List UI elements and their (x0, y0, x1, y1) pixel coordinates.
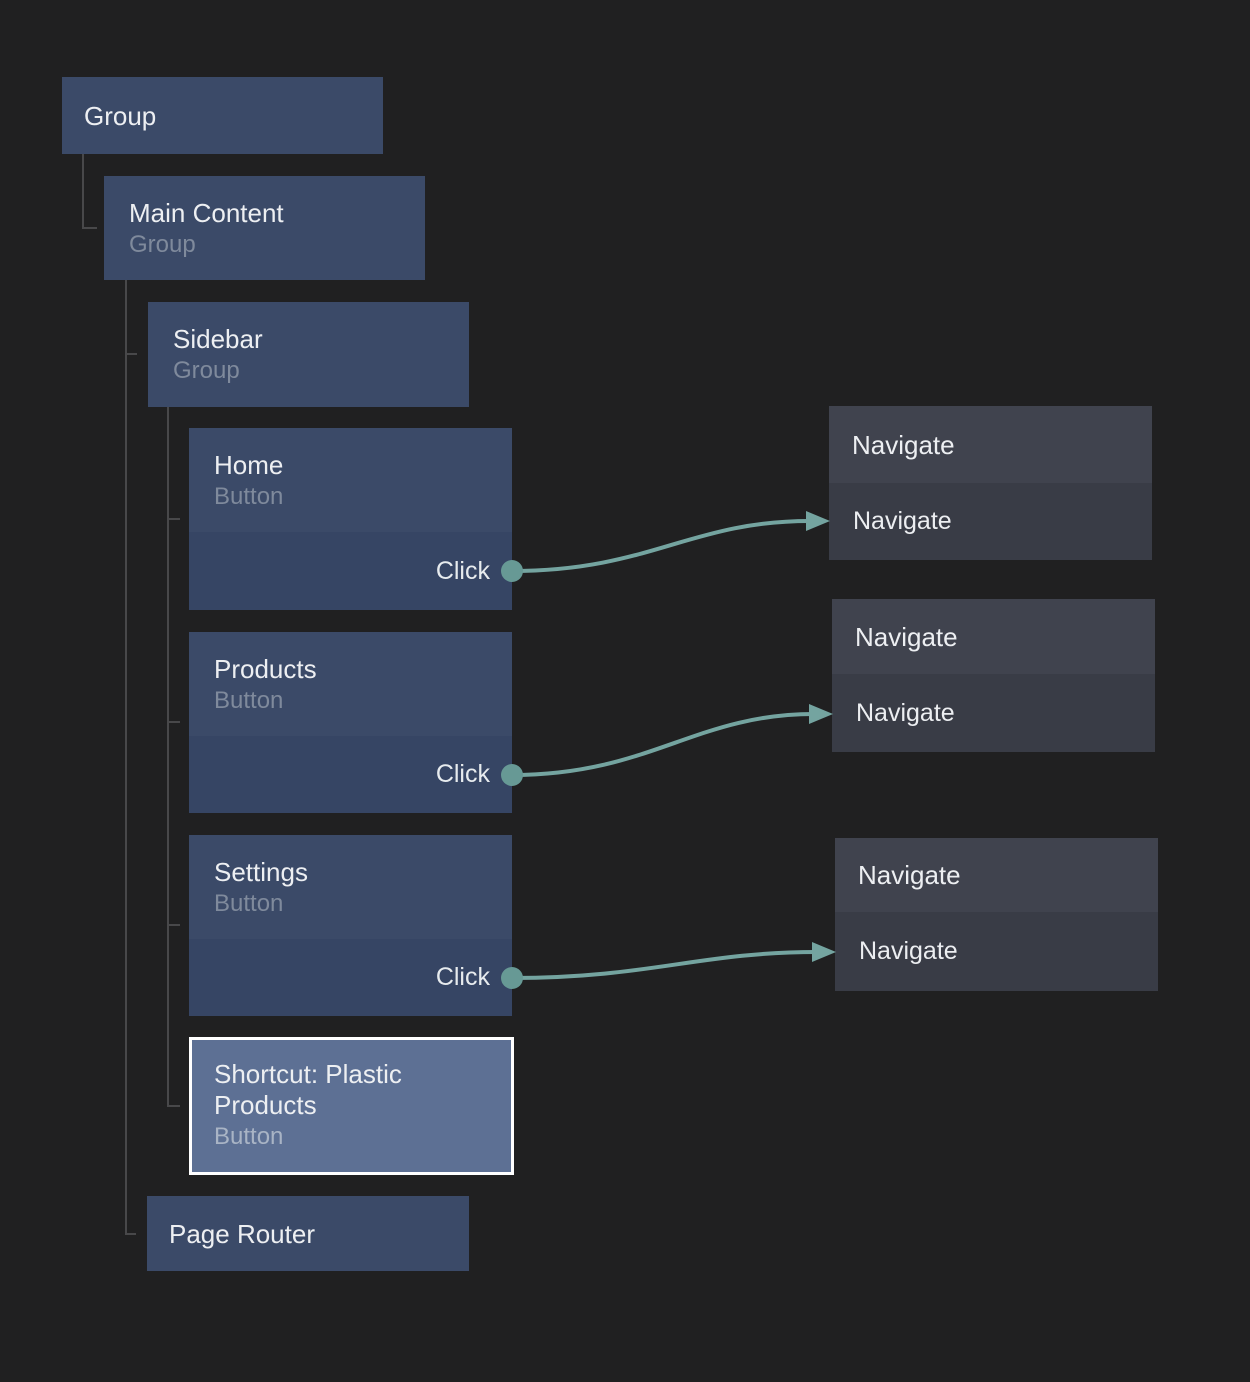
node-page-router[interactable]: Page Router (147, 1196, 469, 1271)
tree-line-main-content-trunk (125, 280, 136, 1235)
action-input-navigate: Navigate (853, 507, 952, 535)
node-title: Page Router (169, 1218, 315, 1249)
node-type-label: Group (173, 357, 240, 384)
node-settings[interactable]: Settings Button Click (189, 835, 512, 1016)
action-header: Navigate (829, 406, 1152, 483)
node-home[interactable]: Home Button Click (189, 428, 512, 610)
node-home-click-row: Click (189, 532, 512, 610)
event-label-click: Click (435, 556, 490, 585)
action-body: Navigate (829, 483, 1152, 560)
action-body: Navigate (835, 912, 1158, 991)
node-title: Sidebar (173, 324, 263, 354)
node-home-header: Home Button (189, 428, 512, 532)
action-header: Navigate (832, 599, 1155, 674)
action-node-navigate-1[interactable]: Navigate Navigate (829, 406, 1152, 560)
node-title: Group (84, 100, 157, 131)
action-input-navigate: Navigate (859, 937, 958, 965)
node-title: Shortcut: Plastic Products (214, 1059, 410, 1120)
wire-settings-click-to-navigate[interactable] (511, 950, 818, 980)
node-sidebar[interactable]: Sidebar Group (148, 302, 469, 407)
action-title: Navigate (855, 621, 958, 652)
node-type-label: Button (214, 890, 284, 917)
wire-home-click-to-navigate[interactable] (511, 519, 811, 573)
node-title: Home (214, 450, 284, 480)
node-products-header: Products Button (189, 632, 512, 736)
action-node-navigate-2[interactable]: Navigate Navigate (832, 599, 1155, 752)
event-label-click: Click (435, 760, 490, 788)
node-main-content[interactable]: Main Content Group (104, 176, 425, 280)
node-settings-click-row: Click (189, 939, 512, 1016)
action-input-navigate: Navigate (856, 698, 955, 727)
node-shortcut-plastic-products[interactable]: Shortcut: Plastic Products Button (189, 1037, 514, 1175)
action-body: Navigate (832, 674, 1155, 752)
event-label-click: Click (435, 963, 490, 991)
node-type-label: Button (214, 483, 284, 510)
node-products-click-row: Click (189, 736, 512, 813)
action-title: Navigate (858, 860, 961, 890)
action-title: Navigate (852, 429, 955, 460)
node-type-label: Button (214, 687, 284, 714)
port-settings-click[interactable] (501, 967, 523, 989)
node-title: Products (214, 654, 317, 684)
wire-products-click-to-navigate[interactable] (511, 712, 815, 777)
port-home-click[interactable] (501, 560, 523, 582)
tree-line-group-to-main-content (82, 154, 97, 229)
node-products[interactable]: Products Button Click (189, 632, 512, 813)
node-title: Settings (214, 857, 308, 887)
node-type-label: Button (214, 1123, 284, 1150)
node-settings-header: Settings Button (189, 835, 512, 939)
node-group[interactable]: Group (62, 77, 383, 154)
action-header: Navigate (835, 838, 1158, 912)
node-type-label: Group (129, 231, 196, 258)
port-products-click[interactable] (501, 764, 523, 786)
action-node-navigate-3[interactable]: Navigate Navigate (835, 838, 1158, 991)
node-title: Main Content (129, 198, 284, 228)
tree-line-sidebar-trunk (167, 407, 180, 1107)
